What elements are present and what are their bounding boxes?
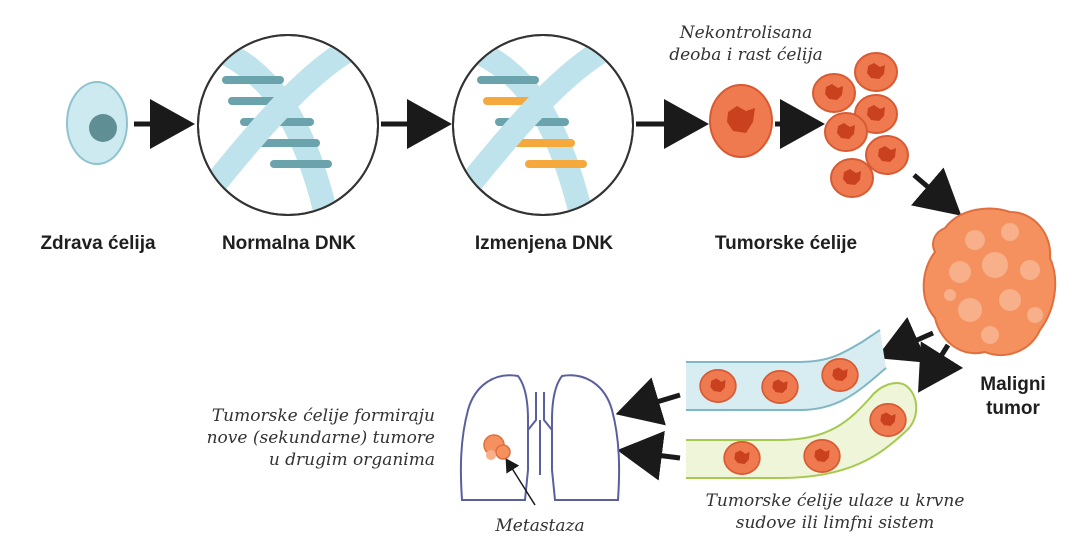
lymph-vessel — [686, 382, 918, 479]
note-vessels-line2: sudove ili limfni sistem — [735, 513, 935, 533]
metastasis-spot — [483, 434, 511, 460]
note-secondary-tumors: Tumorske ćelije formiraju nove (sekundar… — [200, 405, 435, 471]
arrow-cluster-to-malignant — [910, 167, 962, 216]
normal-dna-illustration — [197, 34, 379, 216]
tumor-cell — [709, 84, 773, 158]
note-uncontrolled-line1: Nekontrolisana — [679, 23, 813, 43]
label-malignant-tumor-line2: tumor — [986, 398, 1040, 419]
tumor-cell-cluster — [812, 52, 909, 198]
blood-vessel — [686, 329, 887, 411]
note-metastasis: Metastaza — [495, 516, 585, 536]
arrow-tumor-to-blood-vessel — [876, 317, 935, 363]
note-secondary-line3: u drugim organima — [268, 450, 435, 470]
note-uncontrolled-line2: deoba i rast ćelija — [669, 45, 823, 65]
altered-dna-illustration — [452, 34, 634, 216]
malignant-tumor-mass — [922, 207, 1057, 356]
label-normal-dna: Normalna DNK — [221, 233, 357, 254]
label-malignant-tumor: Maligni tumor — [958, 373, 1068, 421]
metastasis-pointer — [505, 458, 536, 506]
note-uncontrolled-division: Nekontrolisana deoba i rast ćelija — [666, 22, 826, 66]
note-vessels-line1: Tumorske ćelije ulaze u krvne — [705, 491, 965, 511]
arrow-tumor-to-lymph-vessel — [918, 341, 964, 393]
label-healthy-cell: Zdrava ćelija — [40, 233, 156, 254]
lungs-illustration — [459, 374, 621, 501]
label-altered-dna: Izmenjena DNK — [474, 233, 614, 254]
note-vessel-entry: Tumorske ćelije ulaze u krvne sudove ili… — [690, 490, 980, 534]
label-malignant-tumor-line1: Maligni — [980, 374, 1046, 395]
note-secondary-line2: nove (sekundarne) tumore — [206, 428, 435, 448]
label-tumor-cells: Tumorske ćelije — [714, 233, 858, 254]
note-secondary-line1: Tumorske ćelije formiraju — [211, 406, 435, 426]
arrow-blood-to-lungs — [615, 377, 681, 426]
healthy-cell — [66, 81, 128, 165]
arrow-lymph-to-lungs — [617, 430, 681, 481]
